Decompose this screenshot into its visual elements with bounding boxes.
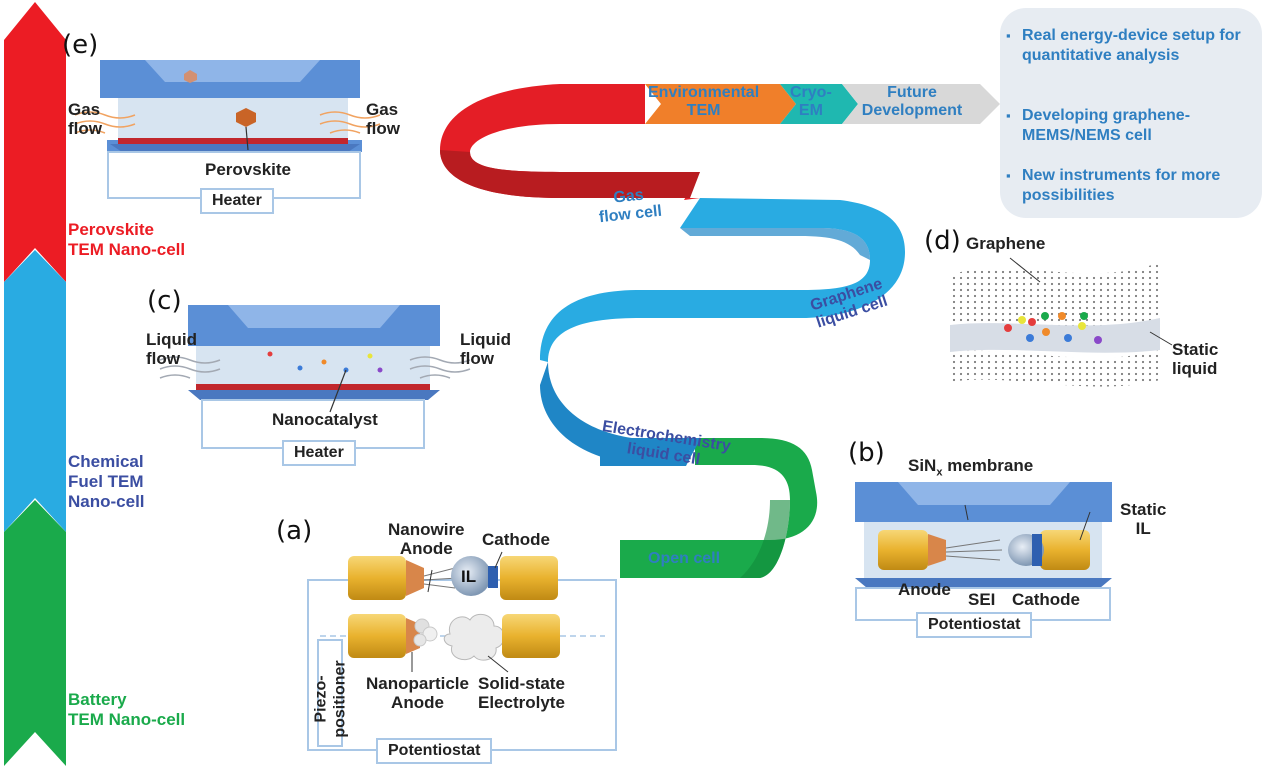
heater-label-c: Heater [282,440,356,466]
panel-tag-b: (b) [848,438,885,468]
ribbon-lightblue [540,198,905,362]
side-arrow-bar [4,2,66,766]
sinx-subscript: x [936,466,943,479]
nanocatalyst-label: Nanocatalyst [272,410,378,429]
panel-tag-e: (e) [62,30,99,60]
sinx-text: SiN [908,456,937,475]
piezo-positioner-label: Piezo- positioner [312,660,349,738]
ribbon-teal [780,84,858,124]
liquid-flow-right-label: Liquid flow [460,330,511,368]
gas-flow-right-label: Gas flow [366,100,400,138]
cathode-label-b: Cathode [1012,590,1080,609]
sinx-membrane-label: SiNx membrane [908,456,1033,482]
potentiostat-label-b: Potentiostat [916,612,1033,638]
il-label: IL [461,567,477,586]
stage-open-cell: Open cell [648,550,721,567]
side-segment-green [4,500,66,766]
future-item-3: New instruments for more possibilities [1006,166,1252,206]
device-a [307,551,617,751]
stage-cryo-em: Cryo- EM [790,84,832,119]
panel-tag-a: (a) [276,516,313,546]
solid-electrolyte-blob [443,613,505,661]
side-segment-red [4,2,66,282]
side-label-battery: Battery TEM Nano-cell [68,690,186,729]
membrane-text: membrane [942,456,1034,475]
potentiostat-label-a: Potentiostat [376,738,493,764]
timeline-ribbon [440,84,1000,578]
stage-gas-flow: Gas flow cell [598,186,663,227]
anode-label-b: Anode [898,580,951,599]
side-label-perovskite: Perovskite TEM Nano-cell [68,220,186,259]
device-d [950,257,1173,387]
stage-future-development: Future Development [861,84,963,119]
perovskite-crystal [236,108,256,127]
solid-electrolyte-label: Solid-state Electrolyte [478,674,565,712]
nanoparticle-anode-label: Nanoparticle Anode [366,674,469,712]
cathode-label-a: Cathode [482,530,550,549]
ribbon-orange [645,84,796,124]
panel-tag-d: (d) [924,226,961,256]
sei-label: SEI [968,590,996,609]
heater-label-e: Heater [200,188,274,214]
ribbon-grey [842,84,1000,124]
side-segment-blue [4,250,66,532]
il-ball [451,556,491,596]
side-label-chemical: Chemical Fuel TEM Nano-cell [68,452,145,511]
device-b [855,482,1112,621]
gas-flow-left-label: Gas flow [68,100,102,138]
device-e [74,60,381,199]
device-c [159,305,471,449]
graphene-label: Graphene [966,234,1046,253]
stage-environmental-tem: Environmental TEM [648,84,760,119]
panel-tag-c: (c) [147,286,182,316]
liquid-flow-left-label: Liquid flow [146,330,197,368]
static-liquid-label: Static liquid [1172,340,1219,378]
perovskite-label: Perovskite [205,160,291,179]
future-item-1: Real energy-device setup for quantitativ… [1006,26,1252,66]
nanowire-anode-label: Nanowire Anode [388,520,465,558]
future-item-2: Developing graphene-MEMS/NEMS cell [1006,106,1252,146]
static-il-label: Static IL [1120,500,1167,538]
